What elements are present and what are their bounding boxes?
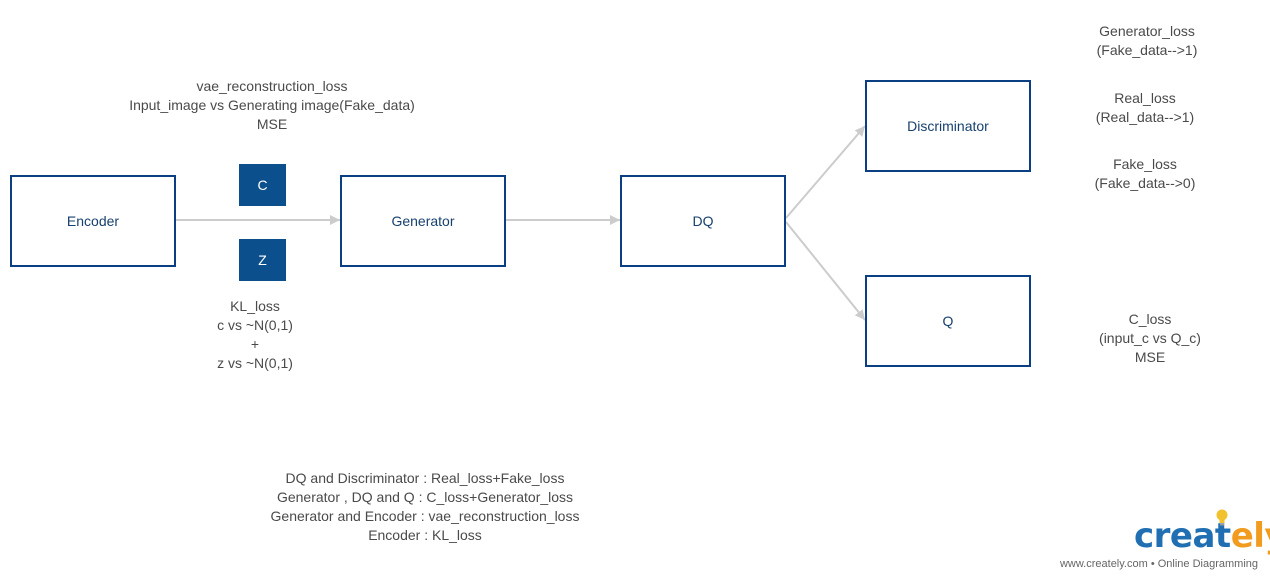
q-node[interactable]: Q: [865, 275, 1031, 367]
note-line: c vs ~N(0,1): [217, 317, 293, 333]
note-line: Encoder : KL_loss: [368, 527, 482, 543]
note-line: MSE: [1134, 349, 1166, 365]
c-tag-label: C: [257, 177, 268, 193]
fake-loss-note: Fake_loss (Fake_data-->0): [1075, 155, 1215, 193]
c-loss-note: C_loss (input_c vs Q_c) MSE: [1080, 310, 1220, 367]
generator-label: Generator: [391, 213, 455, 229]
logo-text-main: creat: [1134, 516, 1231, 556]
note-line: Input_image vs Generating image(Fake_dat…: [129, 97, 415, 113]
edge-dq-to-q: [785, 221, 866, 321]
note-line: DQ and Discriminator : Real_loss+Fake_lo…: [285, 470, 565, 486]
note-line: Real_loss: [1114, 90, 1176, 106]
edge-dq-to-discriminator: [785, 125, 866, 219]
loss-summary-note: DQ and Discriminator : Real_loss+Fake_lo…: [245, 469, 605, 545]
q-label: Q: [942, 313, 954, 329]
dq-node[interactable]: DQ: [620, 175, 786, 267]
encoder-node[interactable]: Encoder: [10, 175, 176, 267]
note-line: (Fake_data-->0): [1094, 175, 1196, 191]
c-latent-tag[interactable]: C: [239, 164, 286, 206]
discriminator-node[interactable]: Discriminator: [865, 80, 1031, 172]
kl-loss-note: KL_loss c vs ~N(0,1) + z vs ~N(0,1): [195, 297, 315, 373]
note-line: MSE: [256, 116, 288, 132]
note-line: vae_reconstruction_loss: [196, 78, 348, 94]
generator-loss-note: Generator_loss (Fake_data-->1): [1077, 22, 1217, 60]
encoder-label: Encoder: [66, 213, 120, 229]
creately-footer-text: www.creately.com • Online Diagramming: [1059, 558, 1258, 570]
note-line: Generator and Encoder : vae_reconstructi…: [270, 508, 580, 524]
generator-node[interactable]: Generator: [340, 175, 506, 267]
logo-text-accent: ely: [1230, 516, 1270, 556]
note-line: Fake_loss: [1113, 156, 1177, 172]
note-line: Generator , DQ and Q : C_loss+Generator_…: [276, 489, 574, 505]
creately-watermark[interactable]: creately www.creately.com • Online Diagr…: [1040, 506, 1270, 576]
lightbulb-icon: [1216, 509, 1228, 526]
z-tag-label: Z: [258, 252, 267, 268]
real-loss-note: Real_loss (Real_data-->1): [1075, 89, 1215, 127]
note-line: C_loss: [1128, 311, 1172, 327]
note-line: (Real_data-->1): [1095, 109, 1195, 125]
note-line: z vs ~N(0,1): [217, 355, 293, 371]
note-line: (Fake_data-->1): [1096, 42, 1198, 58]
vae-reconstruction-note: vae_reconstruction_loss Input_image vs G…: [122, 77, 422, 134]
note-line: KL_loss: [230, 298, 280, 314]
note-line: +: [250, 336, 260, 352]
note-line: (input_c vs Q_c): [1099, 330, 1201, 346]
z-latent-tag[interactable]: Z: [239, 239, 286, 281]
discriminator-label: Discriminator: [907, 118, 989, 134]
note-line: Generator_loss: [1099, 23, 1195, 39]
dq-label: DQ: [692, 213, 714, 229]
creately-logo: creately: [1134, 516, 1270, 556]
